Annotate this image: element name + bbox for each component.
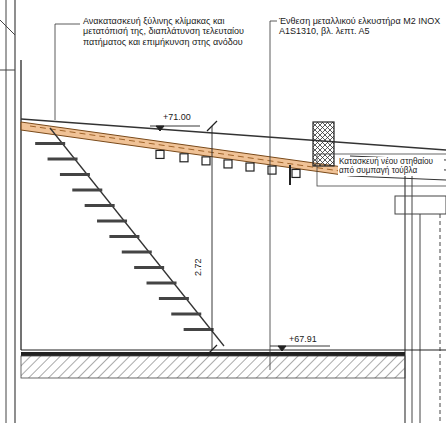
stair-tread: [171, 313, 201, 316]
stair-tread: [122, 251, 152, 254]
wooden-stair: [35, 128, 224, 346]
stair-tread: [72, 189, 102, 192]
stair-tread: [48, 158, 78, 161]
stair-tread: [35, 142, 65, 145]
ground-floor: [21, 350, 446, 378]
joist-section: [224, 160, 232, 168]
stair-tread: [184, 328, 214, 331]
stair-tread: [159, 297, 189, 300]
leader-lines: [55, 21, 446, 370]
annotation-note: Ανακατασκευή ξύλινης κλίμακας και μετατό…: [82, 16, 266, 47]
stair-tread: [60, 173, 90, 176]
joist-section: [156, 150, 164, 158]
stair-tread: [85, 204, 115, 207]
annotation-note: Κατασκευή νέου στηθαίου από συμπαγή τούβ…: [338, 157, 444, 176]
joist-section: [292, 169, 300, 177]
joist-section: [268, 166, 276, 174]
timber-joists: [156, 150, 300, 177]
joist-section: [246, 163, 254, 171]
dimension-line: [207, 121, 217, 355]
stair-tread: [109, 235, 139, 238]
annotation-note: Ένθεση μεταλλικού ελκυστήρα M2 INOX A1S1…: [278, 16, 444, 37]
stair-tread: [97, 220, 127, 223]
joist-section: [202, 157, 210, 165]
level-text: +71.00: [162, 112, 192, 122]
level-markers: [150, 126, 330, 351]
dimension-text: 2.72: [193, 257, 203, 277]
stair-tread: [134, 266, 164, 269]
joist-section: [180, 154, 188, 162]
stair-tread: [147, 282, 177, 285]
brick-parapet: [313, 122, 334, 166]
level-text: +67.91: [288, 334, 318, 344]
